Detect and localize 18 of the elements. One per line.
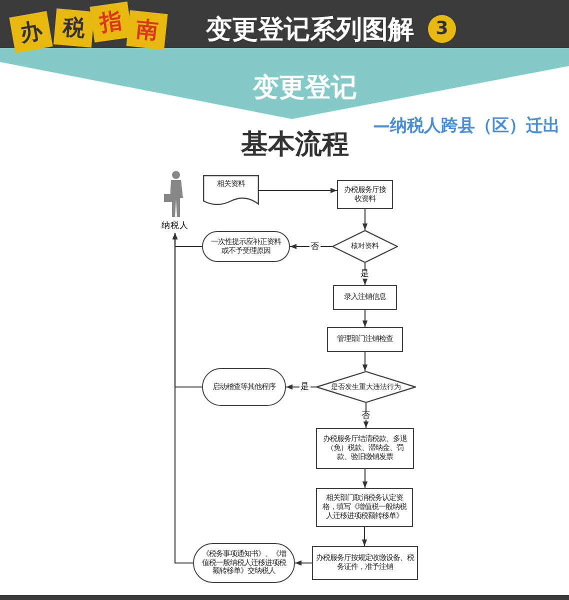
subtitle: —纳税人跨县（区）迁出 [372,115,560,138]
arrow [172,233,193,564]
arrow [259,188,337,194]
arrow [362,352,368,371]
edge-label: 是 [300,382,310,392]
edge-label: 否 [360,411,372,420]
section-heading: 变更登记 [252,72,358,104]
title: 变更登记系列图解 [204,14,415,46]
person-label: 纳税人 [160,220,190,232]
arrow [362,310,368,327]
flow-heading: 基本流程 [240,128,350,162]
arrow [295,560,312,566]
arrow [362,469,368,488]
edge-label: 是 [360,270,370,278]
arrow [362,209,368,230]
edge-label: 否 [310,242,320,251]
arrow [362,527,368,546]
arrow [286,384,316,390]
